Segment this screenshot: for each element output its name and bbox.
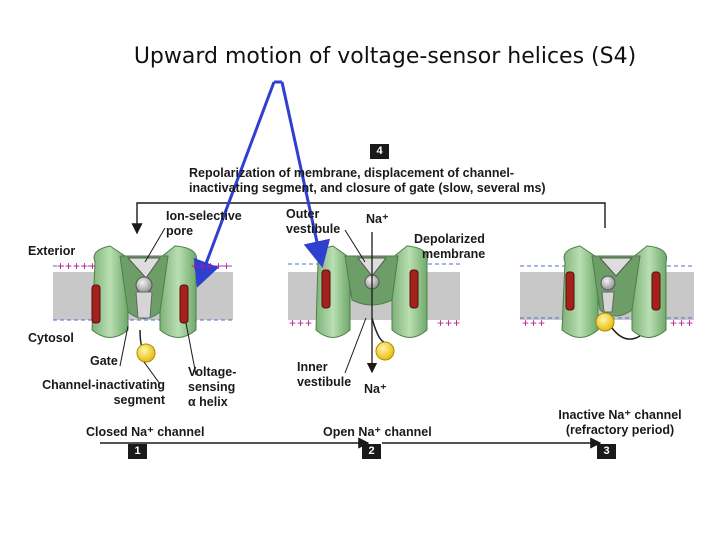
step4-return-path bbox=[131, 202, 606, 235]
leader-lines bbox=[119, 227, 367, 385]
helix-left-3 bbox=[565, 271, 575, 311]
slide-title: Upward motion of voltage-sensor helices … bbox=[133, 44, 637, 69]
voltage-sensing-label-1: Voltage- bbox=[188, 365, 237, 379]
ion-selective-pore-label-2: pore bbox=[166, 224, 194, 238]
helix-left-1 bbox=[91, 284, 101, 324]
sodium-ion-top-label: Na⁺ bbox=[366, 212, 389, 226]
state-2-label: Open Na⁺ channel bbox=[323, 425, 432, 439]
depolarized-membrane-label-2: membrane bbox=[422, 247, 486, 261]
state-3-label-line-2: (refractory period) bbox=[565, 423, 675, 437]
outer-vestibule-label-2: vestibule bbox=[286, 222, 341, 236]
plus-charges-exterior-right: +++++ bbox=[191, 259, 232, 273]
inactivating-ball-3 bbox=[595, 312, 615, 332]
plus-charges-cytosol-3a: +++ bbox=[522, 316, 547, 330]
helix-right-3 bbox=[651, 271, 661, 311]
gate-label: Gate bbox=[90, 354, 118, 368]
step-4-badge: 4 bbox=[370, 144, 389, 159]
step-4-text-line-1: Repolarization of membrane, displacement… bbox=[189, 166, 515, 180]
plus-charges-cytosol-2a: +++ bbox=[289, 316, 314, 330]
pointer-arrow-1 bbox=[193, 81, 276, 288]
plus-charges-exterior-left: +++++ bbox=[57, 259, 98, 273]
step-4-text-line-2: inactivating segment, and closure of gat… bbox=[189, 181, 546, 195]
plus-charges-cytosol-2b: +++ bbox=[437, 316, 462, 330]
channel-inactivating-label-1: Channel-inactivating bbox=[42, 378, 165, 392]
blue-pointer-arrows bbox=[193, 80, 331, 288]
cytosol-label: Cytosol bbox=[28, 331, 74, 345]
ion-selective-pore-label-1: Ion-selective bbox=[166, 209, 242, 223]
channel-inactive bbox=[561, 245, 668, 340]
depolarized-membrane-label-1: Depolarized bbox=[414, 232, 485, 246]
channel-open bbox=[315, 232, 428, 374]
helix-right-2 bbox=[409, 269, 419, 309]
state-2-badge: 2 bbox=[362, 444, 381, 459]
voltage-sensing-label-2: sensing bbox=[188, 380, 236, 394]
helix-right-1 bbox=[179, 284, 189, 324]
outer-vestibule-label-1: Outer bbox=[286, 207, 320, 221]
inner-vestibule-label-1: Inner bbox=[297, 360, 328, 374]
inner-vestibule-label-2: vestibule bbox=[297, 375, 352, 389]
state-1-badge: 1 bbox=[128, 444, 147, 459]
inactivating-ball-2 bbox=[375, 341, 395, 361]
exterior-label: Exterior bbox=[28, 244, 76, 258]
sodium-ion-bottom-label: Na⁺ bbox=[364, 382, 387, 396]
state-3-label-line-1: Inactive Na⁺ channel bbox=[558, 408, 682, 422]
state-3-badge: 3 bbox=[597, 444, 616, 459]
channel-closed bbox=[91, 245, 198, 363]
inactivating-ball-1 bbox=[136, 343, 156, 363]
plus-charges-cytosol-3b: +++ bbox=[670, 316, 695, 330]
helix-left-2 bbox=[321, 269, 331, 309]
channel-inactivating-label-2: segment bbox=[113, 393, 165, 407]
pointer-arrow-2 bbox=[280, 81, 331, 268]
state-1-label: Closed Na⁺ channel bbox=[86, 425, 205, 439]
voltage-sensing-label-3: α helix bbox=[188, 395, 228, 409]
